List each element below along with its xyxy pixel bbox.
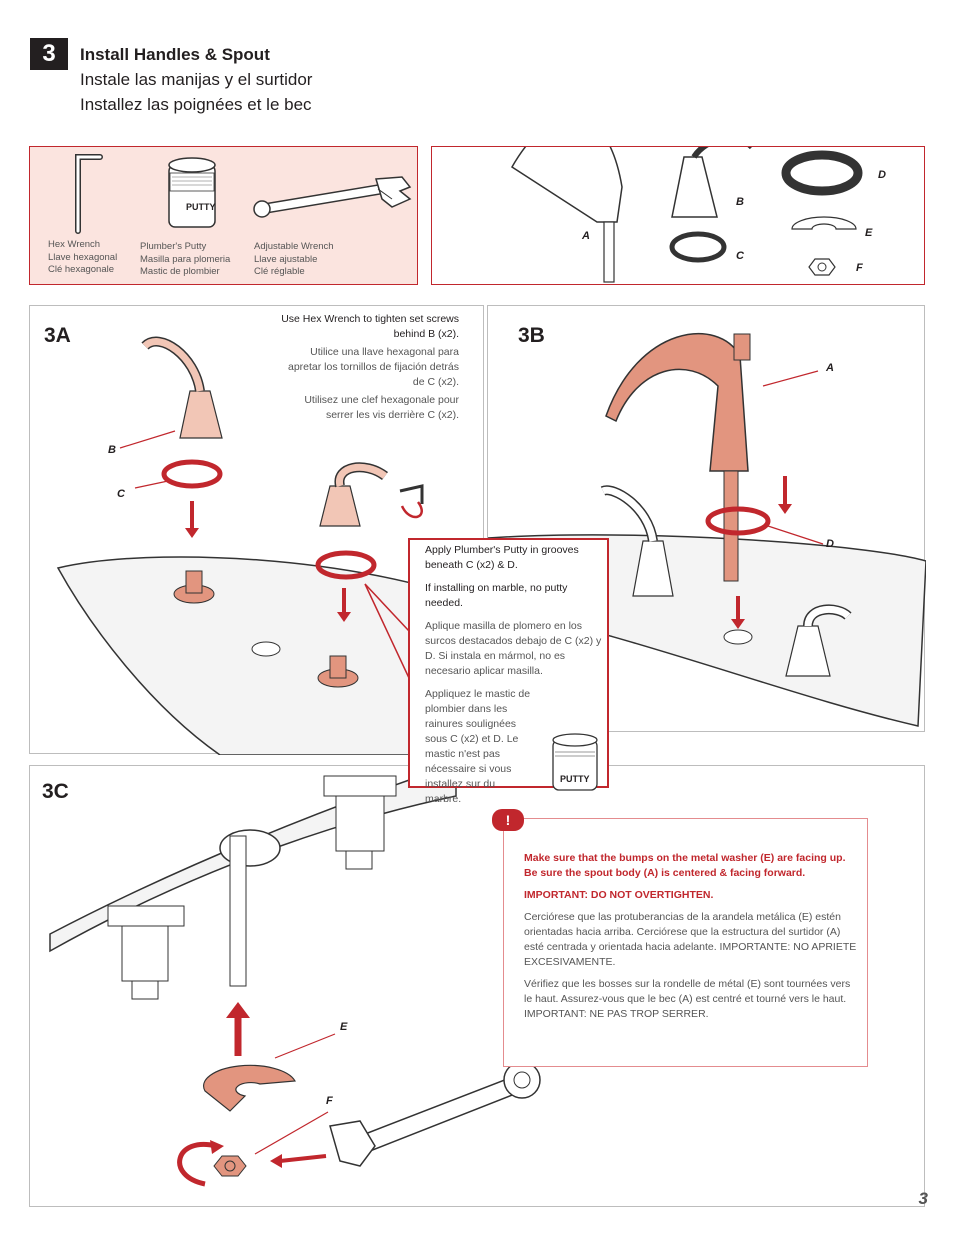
step-title: Install Handles & Spout Instale las mani… [80, 42, 312, 117]
washer-e-icon [791, 216, 857, 230]
panel-3c-illustration [49, 766, 541, 1187]
panel-3a-letter-c: C [117, 488, 125, 500]
adjustable-wrench-icon [253, 176, 412, 218]
valve-right-icon [317, 655, 359, 688]
tool-caption-es: Llave hexagonal [48, 251, 118, 263]
tool-caption-es: Llave ajustable [254, 253, 318, 265]
part-letter-c: C [736, 250, 744, 262]
warning-important: IMPORTANT: DO NOT OVERTIGHTEN. [524, 889, 714, 901]
hex-wrench-icon [75, 154, 103, 234]
tools-illustration [75, 154, 412, 234]
warning-box: ! Make sure that the bumps on the metal … [492, 809, 868, 1067]
part-letter-e: E [865, 227, 873, 239]
tool-adjustable-wrench-caption: Adjustable Wrench Llave ajustable Clé ré… [254, 241, 334, 279]
handle-left-icon [600, 485, 674, 597]
panel-3b-letter-d: D [826, 538, 834, 550]
panel-3a: 3A B C [29, 305, 485, 755]
panel-3a-note: Use Hex Wrench to tighten set screws beh… [278, 312, 459, 423]
callout-putty-label: PUTTY [560, 774, 590, 784]
page-number: 3 [918, 1189, 928, 1208]
adjustable-wrench-large-icon [329, 1061, 541, 1167]
parts-illustration [510, 147, 863, 283]
spout-a-copper-icon [605, 333, 751, 582]
handle-c-pink-icon [319, 462, 388, 527]
handle-b-pink-icon [141, 336, 223, 439]
warning-spanish: Cerciórese que las protuberancias de la … [524, 911, 857, 968]
tool-hex-wrench-caption: Hex Wrench Llave hexagonal Clé hexagonal… [48, 239, 117, 277]
title-french: Installez las poignées et le bec [80, 95, 312, 114]
tool-caption-en: Adjustable Wrench [254, 241, 334, 252]
panel-3c-label: 3C [42, 780, 69, 803]
tools-box: PUTTY Hex Wrench Llave hexagonal Clé hex… [29, 146, 418, 285]
warning-french: Vérifiez que les bosses sur la rondelle … [524, 978, 851, 1020]
nut-f-copper-icon [213, 1155, 247, 1177]
spout-icon [510, 147, 623, 283]
part-letter-a: A [582, 230, 590, 242]
tool-caption-fr: Clé réglable [254, 266, 305, 277]
putty-jar-label: PUTTY [186, 202, 216, 212]
gasket-d-icon [781, 150, 863, 196]
handle-b-icon [671, 147, 752, 218]
tool-caption-fr: Mastic de plombier [140, 266, 220, 277]
note-english: Use Hex Wrench to tighten set screws beh… [281, 313, 459, 340]
putty-jar-icon [168, 157, 216, 228]
threaded-shank-icon [229, 835, 247, 987]
panel-3a-label: 3A [44, 324, 71, 347]
o-ring-c-icon [669, 231, 727, 263]
note-spanish: Utilice una llave hexagonal para apretar… [287, 346, 459, 388]
valve-under-left-icon [107, 905, 185, 1000]
warning-icon: ! [492, 809, 524, 831]
tool-caption-en: Hex Wrench [48, 239, 101, 250]
callout-spanish: Aplique masilla de plomero en los surcos… [425, 620, 602, 677]
callout-french: Appliquez le mastic de plombier dans les… [425, 688, 531, 805]
parts-box: A B C D E F [431, 146, 925, 285]
panel-3c-letter-e: E [340, 1021, 348, 1033]
valve-under-right-icon [323, 775, 397, 870]
callout-text: Apply Plumber's Putty in grooves beneath… [425, 543, 605, 815]
panel-3b-letter-a: A [826, 362, 834, 374]
putty-callout: Apply Plumber's Putty in grooves beneath… [408, 538, 609, 805]
part-letter-b: B [736, 196, 744, 208]
panel-3a-letter-b: B [108, 444, 116, 456]
panel-3a-illustration [56, 336, 485, 755]
valve-left-icon [173, 570, 215, 604]
callout-english-2: If installing on marble, no putty needed… [425, 582, 568, 609]
tool-caption-en: Plumber's Putty [140, 241, 207, 252]
nut-f-icon [808, 258, 836, 276]
callout-english-1: Apply Plumber's Putty in grooves beneath… [425, 544, 579, 571]
putty-jar-small-icon [552, 733, 598, 791]
part-letter-f: F [856, 262, 863, 274]
part-letter-d: D [878, 169, 886, 181]
handle-right-icon [785, 604, 852, 677]
tool-caption-es: Masilla para plomeria [140, 253, 231, 265]
step-number-badge: 3 [30, 38, 68, 70]
tool-caption-fr: Clé hexagonale [48, 264, 115, 275]
washer-e-copper-icon [203, 1064, 296, 1112]
warning-english: Make sure that the bumps on the metal wa… [524, 852, 846, 879]
title-spanish: Instale las manijas y el surtidor [80, 70, 313, 89]
panel-3b-label: 3B [518, 324, 545, 347]
note-french: Utilisez une clef hexagonale pour serrer… [304, 394, 459, 421]
panel-3c-letter-f: F [326, 1095, 333, 1107]
title-english: Install Handles & Spout [80, 45, 270, 64]
tool-putty-caption: Plumber's Putty Masilla para plomeria Ma… [140, 241, 230, 279]
warning-text: Make sure that the bumps on the metal wa… [524, 851, 859, 1029]
